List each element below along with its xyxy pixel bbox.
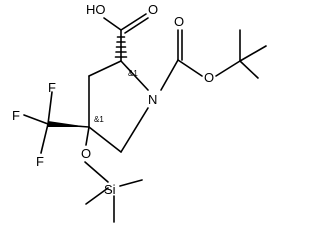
boc-carbonyl-oxygen-label: O [174,14,184,29]
fluorine-label-3: F [36,154,44,169]
acid-carbonyl-oxygen-label: O [148,2,158,17]
solid-wedge-bond-c4 [48,121,89,127]
fluorine-label-1: F [12,108,20,123]
hashed-wedge-bond-c2 [114,36,128,58]
trimethylsilyl-ether-group [84,126,143,223]
stereo-label-c2: &1 [128,69,138,78]
fluorine-label-2: F [48,80,56,95]
silyl-oxygen-label: O [81,146,91,161]
ring-nitrogen-label: N [148,92,157,107]
stereo-label-c4: &1 [94,115,104,124]
piperidine-ring [88,60,149,153]
carboxylic-acid-group [103,13,149,62]
ester-oxygen-label: O [204,70,214,85]
boc-group [160,29,267,91]
chemical-structure: HO O N O O F F F O Si &1 &1 [12,2,267,223]
silicon-label: Si [104,182,116,197]
hydroxyl-label: HO [86,2,106,17]
